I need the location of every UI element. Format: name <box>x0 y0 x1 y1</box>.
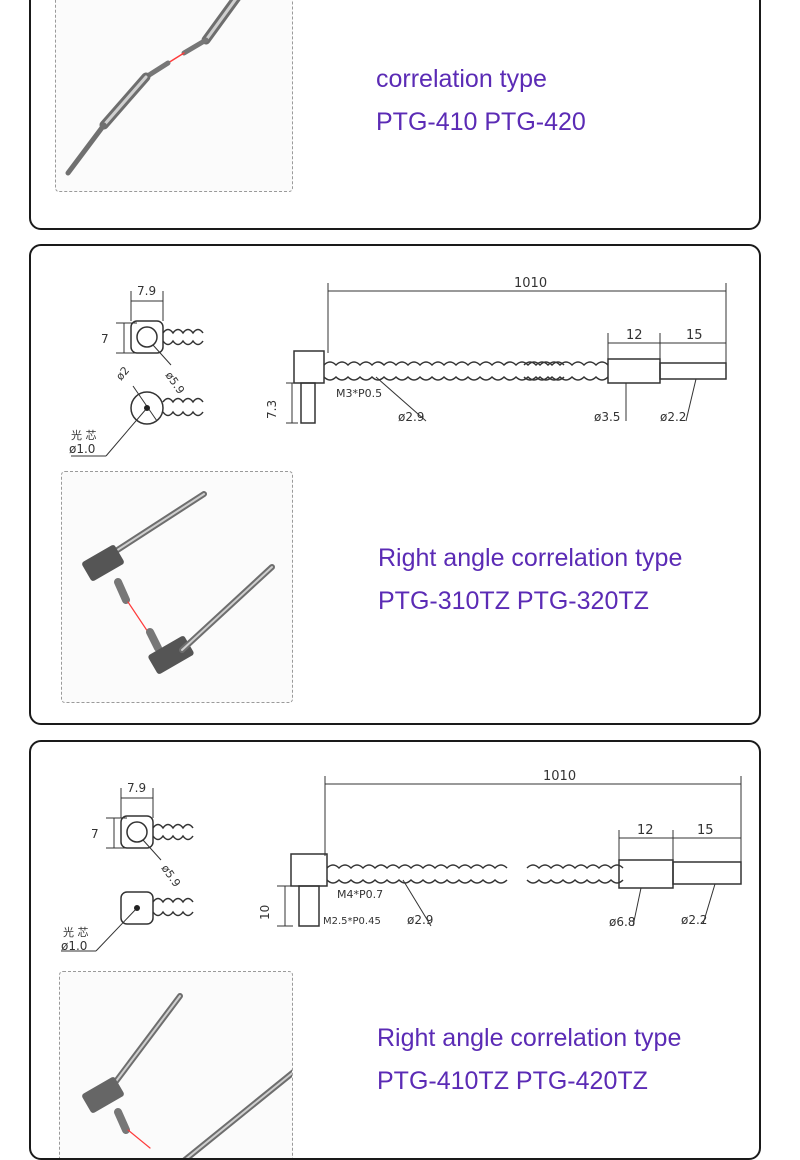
dim-thread-length: 7.3 <box>265 400 279 419</box>
dim-core-diameter: ø2 <box>113 364 132 383</box>
product-models: PTG-410TZ PTG-420TZ <box>377 1067 648 1095</box>
dim-thread-length: 10 <box>258 905 272 920</box>
product-models: PTG-410 PTG-420 <box>376 108 586 136</box>
product-panel-ptg-410tz: 7.9 7 ø5.9 光 芯 ø1.0 1010 12 15 M4*P0.7 M… <box>29 740 761 1160</box>
product-photo-frame <box>55 0 293 192</box>
dim-head-width: 7.9 <box>127 781 146 795</box>
fiber-sensor-photo <box>82 993 292 1158</box>
dim-thread: M4*P0.7 <box>337 888 383 901</box>
core-label: 光 芯 <box>63 925 89 939</box>
dim-bend-radius: ø5.9 <box>159 862 184 889</box>
product-title: Right angle correlation type <box>377 1024 682 1052</box>
product-caption: Right angle correlation type PTG-310TZ P… <box>378 537 682 623</box>
dim-seg2: 15 <box>686 328 703 343</box>
product-photo-frame <box>61 471 293 703</box>
dim-probe-diameter: ø2.2 <box>681 913 707 927</box>
product-panel-ptg-310tz: 7.9 7 ø5.9 ø2 光 芯 ø1.0 1010 12 15 M3*P0 <box>29 244 761 725</box>
dim-head-height: 7 <box>101 332 109 346</box>
core-value: ø1.0 <box>61 939 87 953</box>
length-drawing: 1010 12 15 M3*P0.5 7.3 ø2.9 ø3.5 ø2.2 <box>265 276 727 424</box>
dim-sheath-diameter: ø2.9 <box>398 410 424 424</box>
product-models: PTG-310TZ PTG-320TZ <box>378 587 649 615</box>
fiber-sensor-photo <box>82 491 275 674</box>
dim-seg1: 12 <box>626 328 643 343</box>
product-title: Right angle correlation type <box>378 544 683 572</box>
fiber-sensor-photo <box>65 0 241 176</box>
dim-total-length: 1010 <box>543 769 576 784</box>
dim-sleeve-diameter: ø6.8 <box>609 915 635 929</box>
dim-sleeve-diameter: ø3.5 <box>594 410 620 424</box>
core-label: 光 芯 <box>71 428 97 442</box>
dim-head-width: 7.9 <box>137 284 156 298</box>
product-caption: Right angle correlation type PTG-410TZ P… <box>377 1017 681 1103</box>
head-detail-drawing: 7.9 7 ø5.9 光 芯 ø1.0 <box>61 781 194 953</box>
product-panel-ptg-410: correlation type PTG-410 PTG-420 <box>29 0 761 230</box>
dim-seg1: 12 <box>637 823 654 838</box>
dim-total-length: 1010 <box>514 276 547 291</box>
head-detail-drawing: 7.9 7 ø5.9 ø2 光 芯 ø1.0 <box>69 284 204 457</box>
dim-sheath-diameter: ø2.9 <box>407 913 433 927</box>
core-value: ø1.0 <box>69 442 95 456</box>
dim-head-height: 7 <box>91 827 99 841</box>
length-drawing: 1010 12 15 M4*P0.7 M2.5*P0.45 10 ø2.9 ø6… <box>258 769 742 929</box>
dim-probe-diameter: ø2.2 <box>660 410 686 424</box>
dim-thread-secondary: M2.5*P0.45 <box>323 916 381 927</box>
dim-seg2: 15 <box>697 823 714 838</box>
dim-thread: M3*P0.5 <box>336 387 382 400</box>
dim-bend-radius: ø5.9 <box>163 369 188 396</box>
product-title: correlation type <box>376 65 547 93</box>
product-photo-frame <box>59 971 293 1158</box>
product-caption: correlation type PTG-410 PTG-420 <box>376 58 586 144</box>
